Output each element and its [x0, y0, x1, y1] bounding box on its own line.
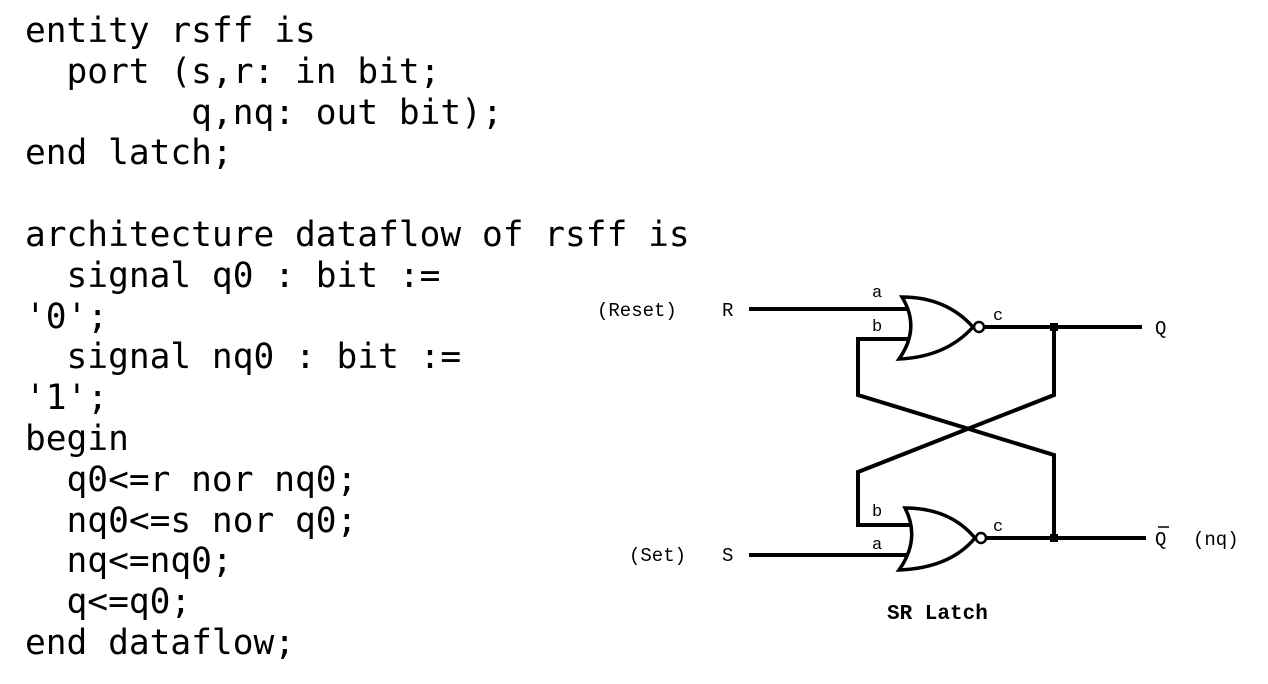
- nq-output-label: Q: [1155, 529, 1166, 551]
- top-gate-pin-a: a: [872, 284, 882, 303]
- code-line: '1';: [25, 378, 109, 419]
- code-line: q0<=r nor nq0;: [25, 459, 358, 500]
- inversion-bubble-icon: [972, 320, 986, 334]
- bottom-gate-pin-c: c: [993, 518, 1003, 537]
- top-gate-pin-c: c: [993, 307, 1003, 326]
- code-line: q<=q0;: [25, 582, 192, 623]
- code-line: signal q0 : bit :=: [25, 255, 441, 296]
- bottom-gate-pin-b: b: [872, 503, 882, 522]
- inversion-bubble-icon: [974, 531, 988, 545]
- code-line: begin: [25, 418, 129, 459]
- nor-gate-body: [895, 295, 976, 361]
- code-line: nq<=nq0;: [25, 541, 233, 582]
- code-line: nq0<=s nor q0;: [25, 500, 358, 541]
- set-pin-label: S: [722, 545, 733, 567]
- q-output-label: Q: [1155, 318, 1166, 340]
- diagram-caption: SR Latch: [887, 603, 988, 626]
- reset-pin-label: R: [722, 300, 733, 322]
- code-line: architecture dataflow of rsff is: [25, 214, 690, 255]
- feedback-wire-q-to-bottom: [856, 327, 1056, 527]
- nq-output-suffix: (nq): [1193, 529, 1239, 551]
- code-line: signal nq0 : bit :=: [25, 337, 462, 378]
- code-line: q,nq: out bit);: [25, 92, 503, 133]
- nor-gate-body: [895, 506, 978, 572]
- feedback-wire-nq-to-top: [856, 337, 1056, 538]
- set-input-label: (Set): [629, 545, 686, 567]
- top-nor-gate: [895, 295, 986, 361]
- nq-junction-dot: [1050, 534, 1058, 542]
- q-junction-dot: [1050, 323, 1058, 331]
- top-gate-pin-b: b: [872, 318, 882, 337]
- code-line: end dataflow;: [25, 622, 296, 663]
- reset-input-label: (Reset): [597, 300, 677, 322]
- bottom-gate-pin-a: a: [872, 536, 882, 555]
- bottom-nor-gate: [895, 506, 988, 572]
- code-line: port (s,r: in bit;: [25, 51, 441, 92]
- code-line: entity rsff is: [25, 11, 316, 51]
- vhdl-code-block: entity rsff is port (s,r: in bit; q,nq: …: [25, 11, 690, 664]
- code-line: '0';: [25, 296, 109, 337]
- code-line: end latch;: [25, 133, 233, 174]
